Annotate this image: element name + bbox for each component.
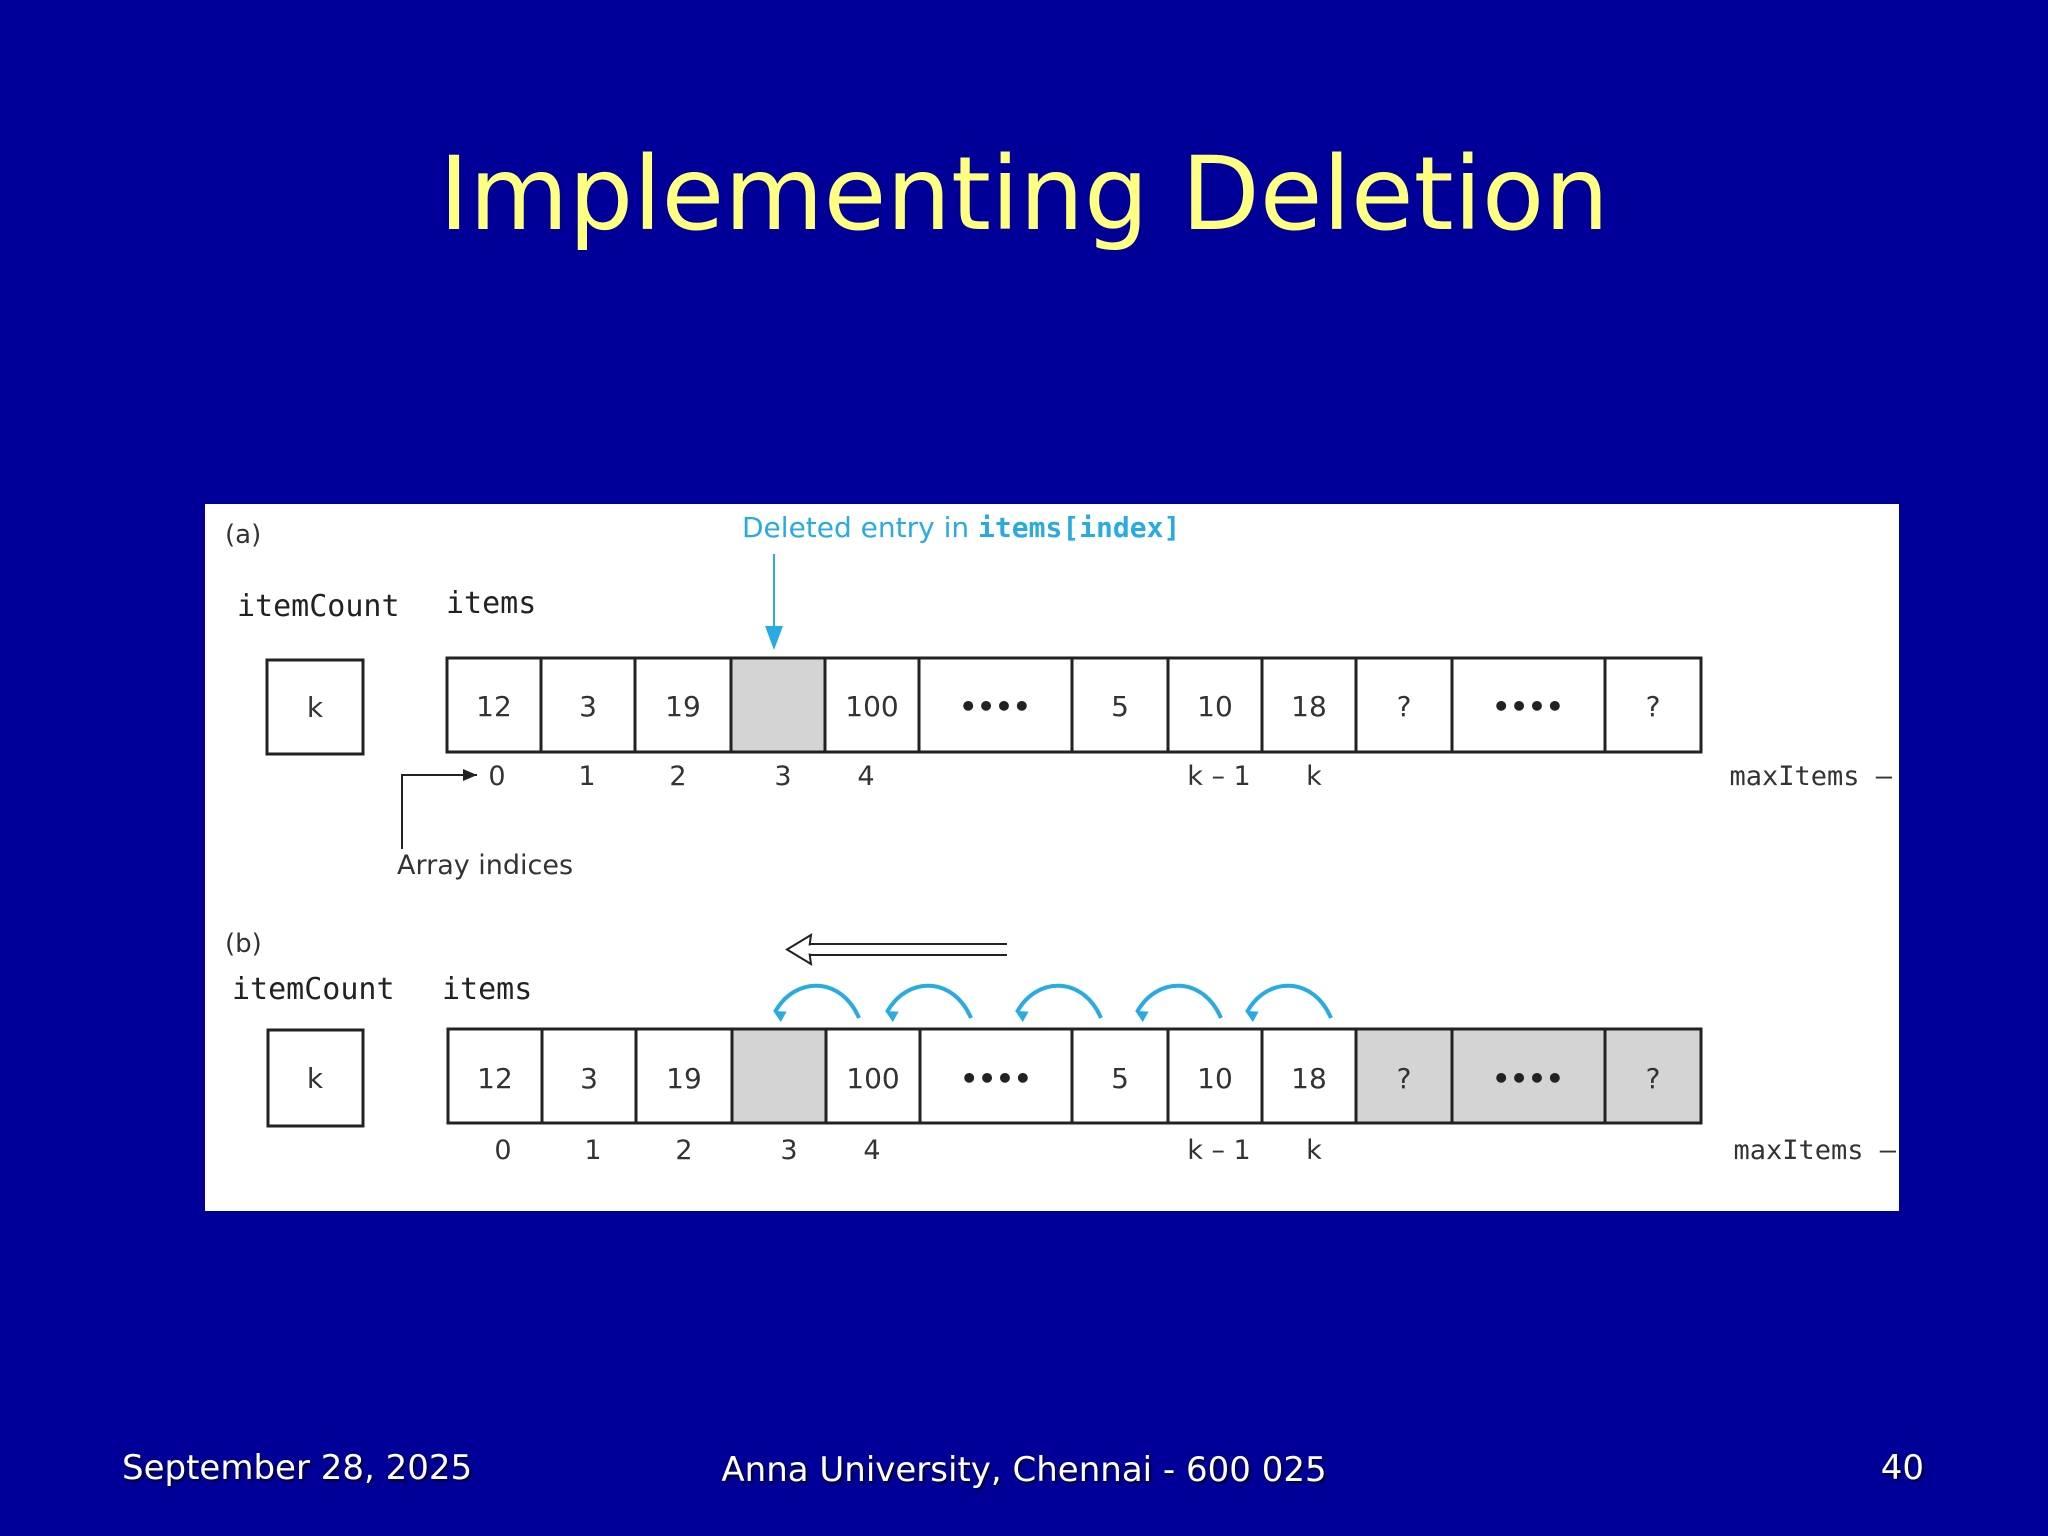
slide-title: Implementing Deletion bbox=[439, 135, 1609, 254]
item-count-label-b: itemCount bbox=[232, 972, 395, 1007]
index-label: 1 bbox=[584, 1135, 601, 1166]
footer-organization: Anna University, Chennai - 600 025 bbox=[721, 1450, 1327, 1490]
index-label: k bbox=[1306, 761, 1322, 792]
array-b-ellipsis: •••• bbox=[1492, 1062, 1564, 1095]
array-a-value: 3 bbox=[579, 690, 597, 723]
array-b-cell-5 bbox=[1070, 1027, 1170, 1125]
array-a-cell-dots-2 bbox=[1450, 656, 1607, 754]
array-b-cell-q1 bbox=[1354, 1027, 1454, 1125]
array-b-value: 10 bbox=[1197, 1062, 1233, 1095]
array-b-value: 19 bbox=[666, 1062, 702, 1095]
index-label: 4 bbox=[857, 761, 874, 792]
item-count-box-a bbox=[265, 658, 365, 756]
index-label: 1 bbox=[578, 761, 595, 792]
array-a-value: 19 bbox=[665, 690, 701, 723]
array-a-cell-1 bbox=[539, 656, 637, 754]
array-a-ellipsis: •••• bbox=[1492, 690, 1564, 723]
index-label: k – 1 bbox=[1187, 761, 1250, 792]
index-label: 3 bbox=[774, 761, 791, 792]
array-deletion-figure: (a) Deleted entry in items[index] itemCo… bbox=[205, 504, 1899, 1211]
array-b-value: ? bbox=[1397, 1062, 1412, 1095]
array-b-value: ? bbox=[1646, 1062, 1661, 1095]
shift-arrow bbox=[1245, 983, 1333, 1023]
array-a-value: 100 bbox=[845, 690, 898, 723]
array-a-ellipsis: •••• bbox=[959, 690, 1031, 723]
array-indices-callout: Array indices bbox=[397, 769, 573, 881]
array-a-cell-0 bbox=[445, 656, 543, 754]
index-label: k – 1 bbox=[1187, 1135, 1250, 1166]
array-b-cell-0 bbox=[446, 1027, 544, 1125]
items-label-b: items bbox=[442, 972, 532, 1007]
shift-arrow bbox=[773, 983, 861, 1023]
array-a-value: 5 bbox=[1111, 690, 1129, 723]
index-label-max: maxItems – 1 bbox=[1729, 761, 1899, 792]
array-a-value: ? bbox=[1397, 690, 1412, 723]
index-label: 2 bbox=[675, 1135, 692, 1166]
array-diagram: (a) Deleted entry in items[index] itemCo… bbox=[225, 511, 1899, 1166]
array-b-value: 18 bbox=[1291, 1062, 1327, 1095]
array-a-cell-18 bbox=[1260, 656, 1358, 754]
array-b-cell-dots-1 bbox=[918, 1027, 1074, 1125]
deleted-entry-callout: Deleted entry in items[index] bbox=[742, 511, 1180, 650]
part-b-label: (b) bbox=[225, 929, 262, 959]
array-b-value: 12 bbox=[477, 1062, 513, 1095]
items-array-b: 12 3 19 100 •••• 5 10 18 ? •••• ? bbox=[446, 1027, 1703, 1125]
array-b-value: 5 bbox=[1111, 1062, 1129, 1095]
index-label: 2 bbox=[669, 761, 686, 792]
array-b-cell-q2 bbox=[1603, 1027, 1703, 1125]
array-a-value: ? bbox=[1646, 690, 1661, 723]
shift-arrow bbox=[885, 983, 973, 1023]
array-a-cell-q2 bbox=[1603, 656, 1703, 754]
array-b-indices: 0 1 2 3 4 k – 1 k maxItems – 1 bbox=[494, 1135, 1899, 1166]
array-indices-arrow bbox=[401, 769, 477, 849]
index-label: 0 bbox=[494, 1135, 511, 1166]
footer-date: September 28, 2025 bbox=[122, 1448, 473, 1488]
array-b-ellipsis: •••• bbox=[960, 1062, 1032, 1095]
item-count-label-a: itemCount bbox=[237, 589, 400, 624]
part-a-label: (a) bbox=[225, 520, 261, 550]
array-a-value: 18 bbox=[1291, 690, 1327, 723]
shift-arrows bbox=[773, 983, 1333, 1023]
array-a-value: 10 bbox=[1197, 690, 1233, 723]
item-count-box-b bbox=[266, 1028, 365, 1128]
array-a-indices: 0 1 2 3 4 k – 1 k maxItems – 1 bbox=[488, 761, 1899, 792]
index-label-max: maxItems – 1 bbox=[1733, 1135, 1899, 1166]
items-array-a: 12 3 19 100 •••• 5 10 18 ? •••• ? bbox=[445, 656, 1703, 754]
shift-left-arrow bbox=[785, 933, 1007, 966]
array-b-value: 3 bbox=[580, 1062, 598, 1095]
array-b-cell-3-gap bbox=[730, 1027, 828, 1125]
array-b-value: 100 bbox=[846, 1062, 899, 1095]
item-count-value-b: k bbox=[307, 1062, 324, 1095]
array-indices-label: Array indices bbox=[397, 850, 573, 881]
shift-arrow bbox=[1015, 983, 1103, 1023]
items-label-a: items bbox=[446, 586, 536, 621]
slide-number: 40 bbox=[1880, 1448, 1924, 1488]
index-label: 4 bbox=[863, 1135, 880, 1166]
index-label: 3 bbox=[780, 1135, 797, 1166]
array-a-value: 12 bbox=[476, 690, 512, 723]
array-a-cell-3-deleted bbox=[729, 656, 827, 754]
index-label: 0 bbox=[488, 761, 505, 792]
shift-arrow bbox=[1135, 983, 1223, 1023]
array-b-cell-18 bbox=[1260, 1027, 1358, 1125]
deleted-entry-label: Deleted entry in items[index] bbox=[742, 511, 1180, 544]
deleted-entry-arrowhead bbox=[765, 626, 783, 650]
array-a-cell-q1 bbox=[1354, 656, 1454, 754]
index-label: k bbox=[1306, 1135, 1322, 1166]
item-count-value-a: k bbox=[307, 691, 324, 724]
